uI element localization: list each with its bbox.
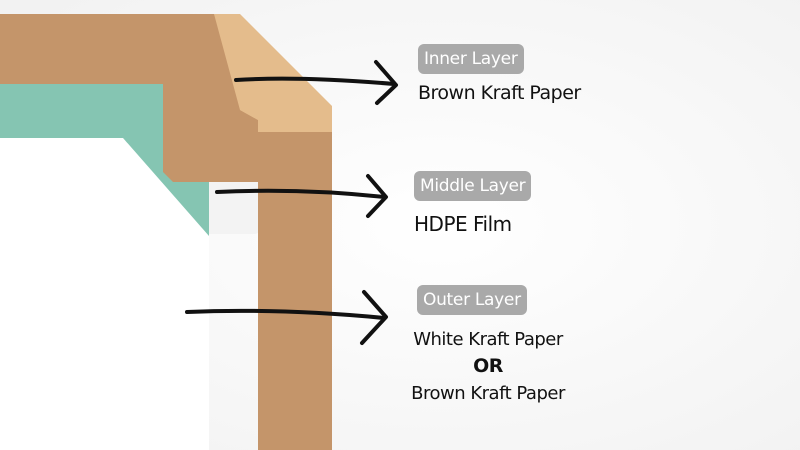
inner-layer-badge: Inner Layer bbox=[418, 44, 524, 74]
outer-layer-badge: Outer Layer bbox=[417, 285, 527, 315]
outer-layer-option-white: White Kraft Paper bbox=[413, 329, 563, 350]
outer-layer-label: Outer Layer bbox=[417, 285, 527, 315]
arrow-right-icon bbox=[185, 290, 388, 345]
middle-layer-label: Middle Layer HDPE Film bbox=[414, 171, 532, 237]
inner-layer-fold-front bbox=[214, 14, 332, 132]
arrow-right-icon bbox=[215, 174, 388, 218]
inner-white-area bbox=[0, 138, 209, 450]
outer-layer-option-brown: Brown Kraft Paper bbox=[411, 383, 565, 404]
inner-layer-label: Inner Layer Brown Kraft Paper bbox=[418, 44, 581, 106]
middle-layer-badge: Middle Layer bbox=[414, 171, 532, 201]
inner-layer-shape bbox=[0, 14, 332, 450]
arrow-right-icon bbox=[234, 60, 398, 105]
middle-layer-description: HDPE Film bbox=[414, 212, 512, 236]
outer-layer-description: White Kraft Paper OR Brown Kraft Paper bbox=[408, 326, 568, 407]
inner-layer-description: Brown Kraft Paper bbox=[418, 82, 581, 104]
outer-layer-or: OR bbox=[473, 355, 503, 377]
